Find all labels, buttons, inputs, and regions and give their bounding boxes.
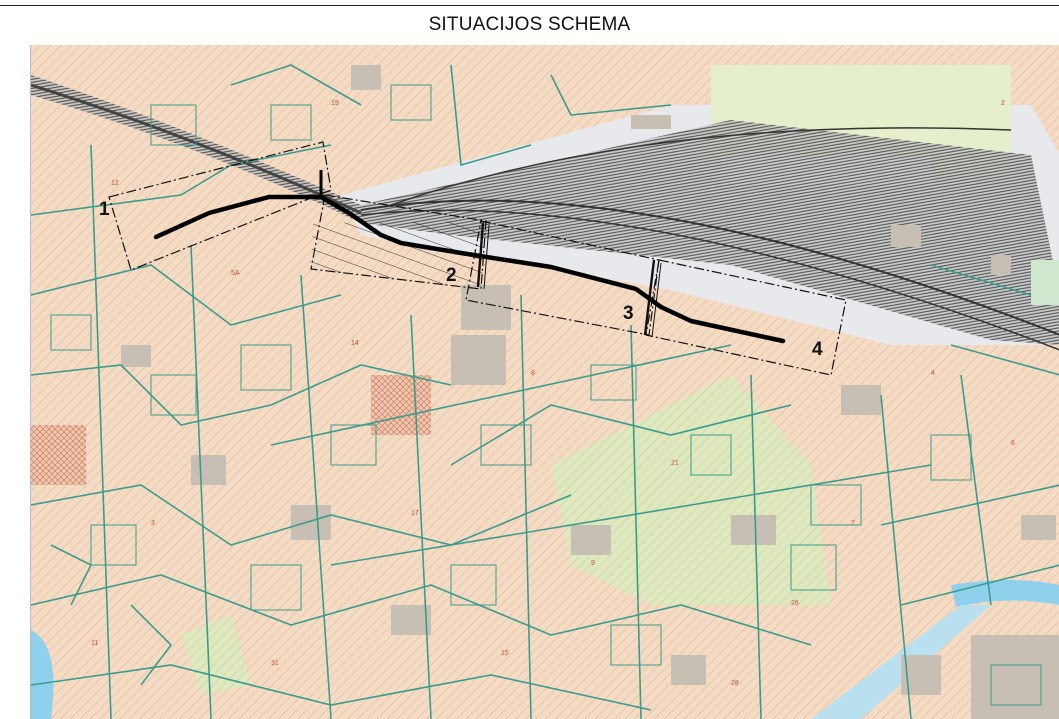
svg-text:17: 17: [411, 510, 419, 517]
svg-text:26: 26: [791, 600, 799, 607]
parcel-boundaries: [31, 64, 1059, 719]
svg-text:11: 11: [91, 640, 98, 647]
map-title: SITUACIJOS SCHEMA: [428, 14, 631, 35]
water-sw: [31, 630, 54, 719]
cross-hatched-block: [31, 425, 86, 485]
svg-text:6: 6: [1011, 440, 1015, 447]
svg-text:5A: 5A: [231, 270, 240, 277]
zone-frame-1: [108, 141, 332, 271]
svg-text:31: 31: [271, 660, 279, 667]
railway-tracks: [31, 75, 1059, 345]
svg-text:4: 4: [931, 370, 935, 377]
cross-hatched-block: [371, 375, 431, 435]
svg-text:12: 12: [111, 180, 119, 187]
svg-text:19: 19: [331, 100, 339, 107]
railway-main-line: [360, 199, 1059, 336]
route-marker-3: 3: [623, 303, 634, 324]
svg-text:8: 8: [531, 370, 535, 377]
green-block: [1031, 260, 1059, 305]
svg-text:21: 21: [671, 460, 679, 467]
map-area[interactable]: 12 5A 14 8 21 3 17 9 26 4 31 15 7 11 2 19 28 6 1 2 3…: [30, 45, 1059, 719]
railway-line: [390, 127, 1012, 206]
zone-frame-4: [645, 259, 847, 376]
svg-text:2: 2: [1001, 100, 1005, 107]
svg-text:9: 9: [591, 560, 595, 567]
water-river: [951, 580, 1059, 607]
hatched-zone: [311, 221, 486, 289]
page-frame: [0, 5, 1059, 719]
route-line[interactable]: [153, 194, 786, 344]
route-marker-1: 1: [99, 199, 110, 220]
zone-frame-2: [310, 194, 487, 290]
railway-line: [360, 209, 1059, 351]
green-area: [181, 615, 251, 695]
svg-text:7: 7: [851, 520, 855, 527]
route-marker-4: 4: [812, 339, 823, 360]
parcel-outlines: [50, 84, 1042, 706]
svg-text:3: 3: [151, 520, 155, 527]
route-marker-2: 2: [446, 265, 457, 286]
park-area: [551, 375, 831, 605]
svg-text:28: 28: [731, 680, 739, 687]
svg-text:15: 15: [501, 650, 509, 657]
railway-west: [31, 83, 362, 215]
zone-frame-3: [465, 220, 660, 336]
svg-text:14: 14: [351, 340, 359, 347]
